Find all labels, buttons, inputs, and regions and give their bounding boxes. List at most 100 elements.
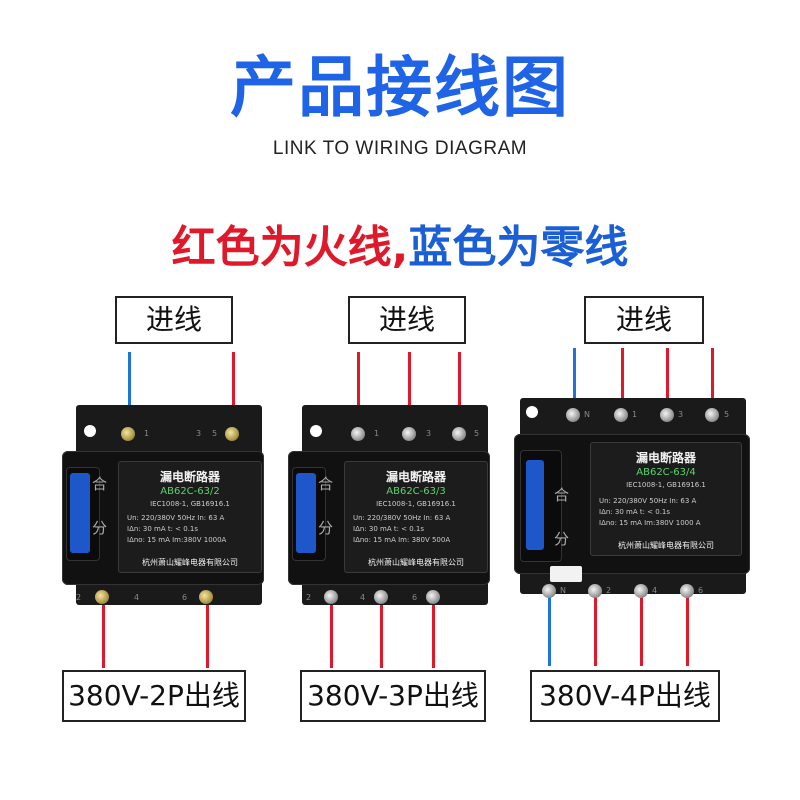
terminal-screw (199, 590, 213, 604)
wire-out-l1-4p (594, 594, 597, 666)
wire-in-neutral-2p (128, 352, 131, 428)
terminal-screw (324, 590, 338, 604)
output-label-4p: 380V-4P出线 (530, 670, 720, 722)
input-label-3p: 进线 (348, 296, 466, 344)
terminal-screw (374, 590, 388, 604)
breaker-nameplate: 漏电断路器 AB62C-63/2 IEC1008-1, GB16916.1 Un… (118, 461, 262, 573)
wire-in-live-2p (232, 352, 235, 428)
terminal-screw (660, 408, 674, 422)
wire-in-l1-4p (621, 348, 624, 416)
switch-off-label: 分 (554, 530, 570, 548)
terminal-number: 6 (182, 593, 188, 602)
breaker-spec: Un: 220/380V 50Hz In: 63 A (353, 514, 451, 522)
breaker-spec: Un: 220/380V 50Hz In: 63 A (127, 514, 225, 522)
wire-in-n-4p (573, 348, 576, 416)
breaker-nameplate: 漏电断路器 AB62C-63/4 IEC1008-1, GB16916.1 Un… (590, 442, 742, 556)
breaker-spec: IΔno: 15 mA Im:380V 1000 A (599, 519, 701, 527)
wire-in-l1-3p (357, 352, 360, 428)
terminal-number: 5 (474, 429, 480, 438)
terminal-number: 3 (678, 410, 684, 419)
breaker-spec: Un: 220/380V 50Hz In: 63 A (599, 497, 697, 505)
wire-color-legend: 红色为火线,蓝色为零线 (0, 222, 800, 274)
page-title: 产品接线图 (230, 49, 570, 126)
breaker-toggle-switch[interactable] (296, 473, 316, 553)
terminal-screw (121, 427, 135, 441)
terminal-number: 4 (652, 586, 658, 595)
terminal-number: 2 (76, 593, 82, 602)
terminal-screw (95, 590, 109, 604)
terminal-number: 1 (374, 429, 380, 438)
terminal-number: 2 (606, 586, 612, 595)
breaker-model: AB62C-63/3 (386, 486, 446, 497)
terminal-screw (634, 584, 648, 598)
switch-on-label: 合 (92, 475, 108, 493)
breaker-toggle-switch[interactable] (70, 473, 90, 553)
terminal-number: 5 (212, 429, 218, 438)
terminal-number: 3 (426, 429, 432, 438)
terminal-screw (351, 427, 365, 441)
terminal-number: 4 (134, 593, 140, 602)
input-label-2p: 进线 (115, 296, 233, 344)
breaker-spec: IΔn: 30 mA t: < 0.1s (599, 508, 671, 516)
breaker-maker: 杭州萧山耀峰电器有限公司 (368, 558, 464, 567)
neutral-wire-legend: 蓝色为零线 (408, 222, 629, 273)
terminal-screw (426, 590, 440, 604)
breaker-toggle-switch[interactable] (526, 460, 544, 550)
wire-out-n-4p (548, 594, 551, 666)
terminal-number: 4 (360, 593, 366, 602)
mount-hole (310, 425, 322, 437)
wire-out-l2-4p (640, 594, 643, 666)
wire-out-l1-3p (330, 600, 333, 668)
breaker-maker: 杭州萧山耀峰电器有限公司 (618, 541, 714, 550)
wire-out-l2-3p (380, 600, 383, 668)
switch-on-label: 合 (318, 475, 334, 493)
output-label-2p: 380V-2P出线 (62, 670, 246, 722)
breaker-spec: IΔno: 15 mA Im:380V 1000A (127, 536, 227, 544)
breaker-name: 漏电断路器 (159, 470, 220, 484)
terminal-number: 2 (306, 593, 312, 602)
mount-hole (84, 425, 96, 437)
terminal-number: 3 (196, 429, 202, 438)
output-label-3p: 380V-3P出线 (300, 670, 486, 722)
wire-in-l2-4p (666, 348, 669, 416)
breaker-standard: IEC1008-1, GB16916.1 (376, 500, 456, 508)
mount-hole (526, 406, 538, 418)
switch-off-label: 分 (92, 519, 108, 537)
input-label-4p: 进线 (584, 296, 704, 344)
wire-out-2-2p (206, 600, 209, 668)
terminal-screw (542, 584, 556, 598)
terminal-screw (680, 584, 694, 598)
terminal-number: N (560, 586, 566, 595)
terminal-screw (614, 408, 628, 422)
breaker-standard: IEC1008-1, GB16916.1 (150, 500, 230, 508)
breaker-4p: N 1 3 5 合 分 漏电断路器 AB62C-63/4 IEC1008-1, … (514, 398, 754, 610)
terminal-number: 6 (698, 586, 704, 595)
breaker-model: AB62C-63/4 (636, 467, 696, 478)
breaker-spec: IΔn: 30 mA t: < 0.1s (127, 525, 199, 533)
terminal-screw (225, 427, 239, 441)
switch-on-label: 合 (554, 486, 570, 504)
terminal-screw (588, 584, 602, 598)
breaker-nameplate: 漏电断路器 AB62C-63/3 IEC1008-1, GB16916.1 Un… (344, 461, 488, 573)
wire-in-l2-3p (408, 352, 411, 428)
page-subtitle: LINK TO WIRING DIAGRAM (272, 138, 528, 159)
wire-in-l3-4p (711, 348, 714, 416)
breaker-3p: 1 3 5 合 分 漏电断路器 AB62C-63/3 IEC1008-1, GB… (288, 405, 498, 615)
breaker-maker: 杭州萧山耀峰电器有限公司 (142, 558, 238, 567)
test-button[interactable] (550, 566, 582, 582)
terminal-number: N (584, 410, 590, 419)
breaker-model: AB62C-63/2 (160, 486, 220, 497)
terminal-number: 6 (412, 593, 418, 602)
live-wire-legend: 红色为火线, (171, 222, 409, 273)
breaker-name: 漏电断路器 (385, 470, 446, 484)
breaker-spec: IΔno: 15 mA Im: 380V 500A (353, 536, 451, 544)
breaker-standard: IEC1008-1, GB16916.1 (626, 481, 706, 489)
switch-off-label: 分 (318, 519, 334, 537)
terminal-screw (452, 427, 466, 441)
breaker-2p: 1 3 5 合 分 漏电断路器 AB62C-63/2 IEC1008-1, GB… (62, 405, 272, 615)
terminal-number: 1 (144, 429, 150, 438)
terminal-screw (402, 427, 416, 441)
wire-out-l3-4p (686, 594, 689, 666)
wire-in-l3-3p (458, 352, 461, 428)
breaker-name: 漏电断路器 (635, 451, 696, 465)
